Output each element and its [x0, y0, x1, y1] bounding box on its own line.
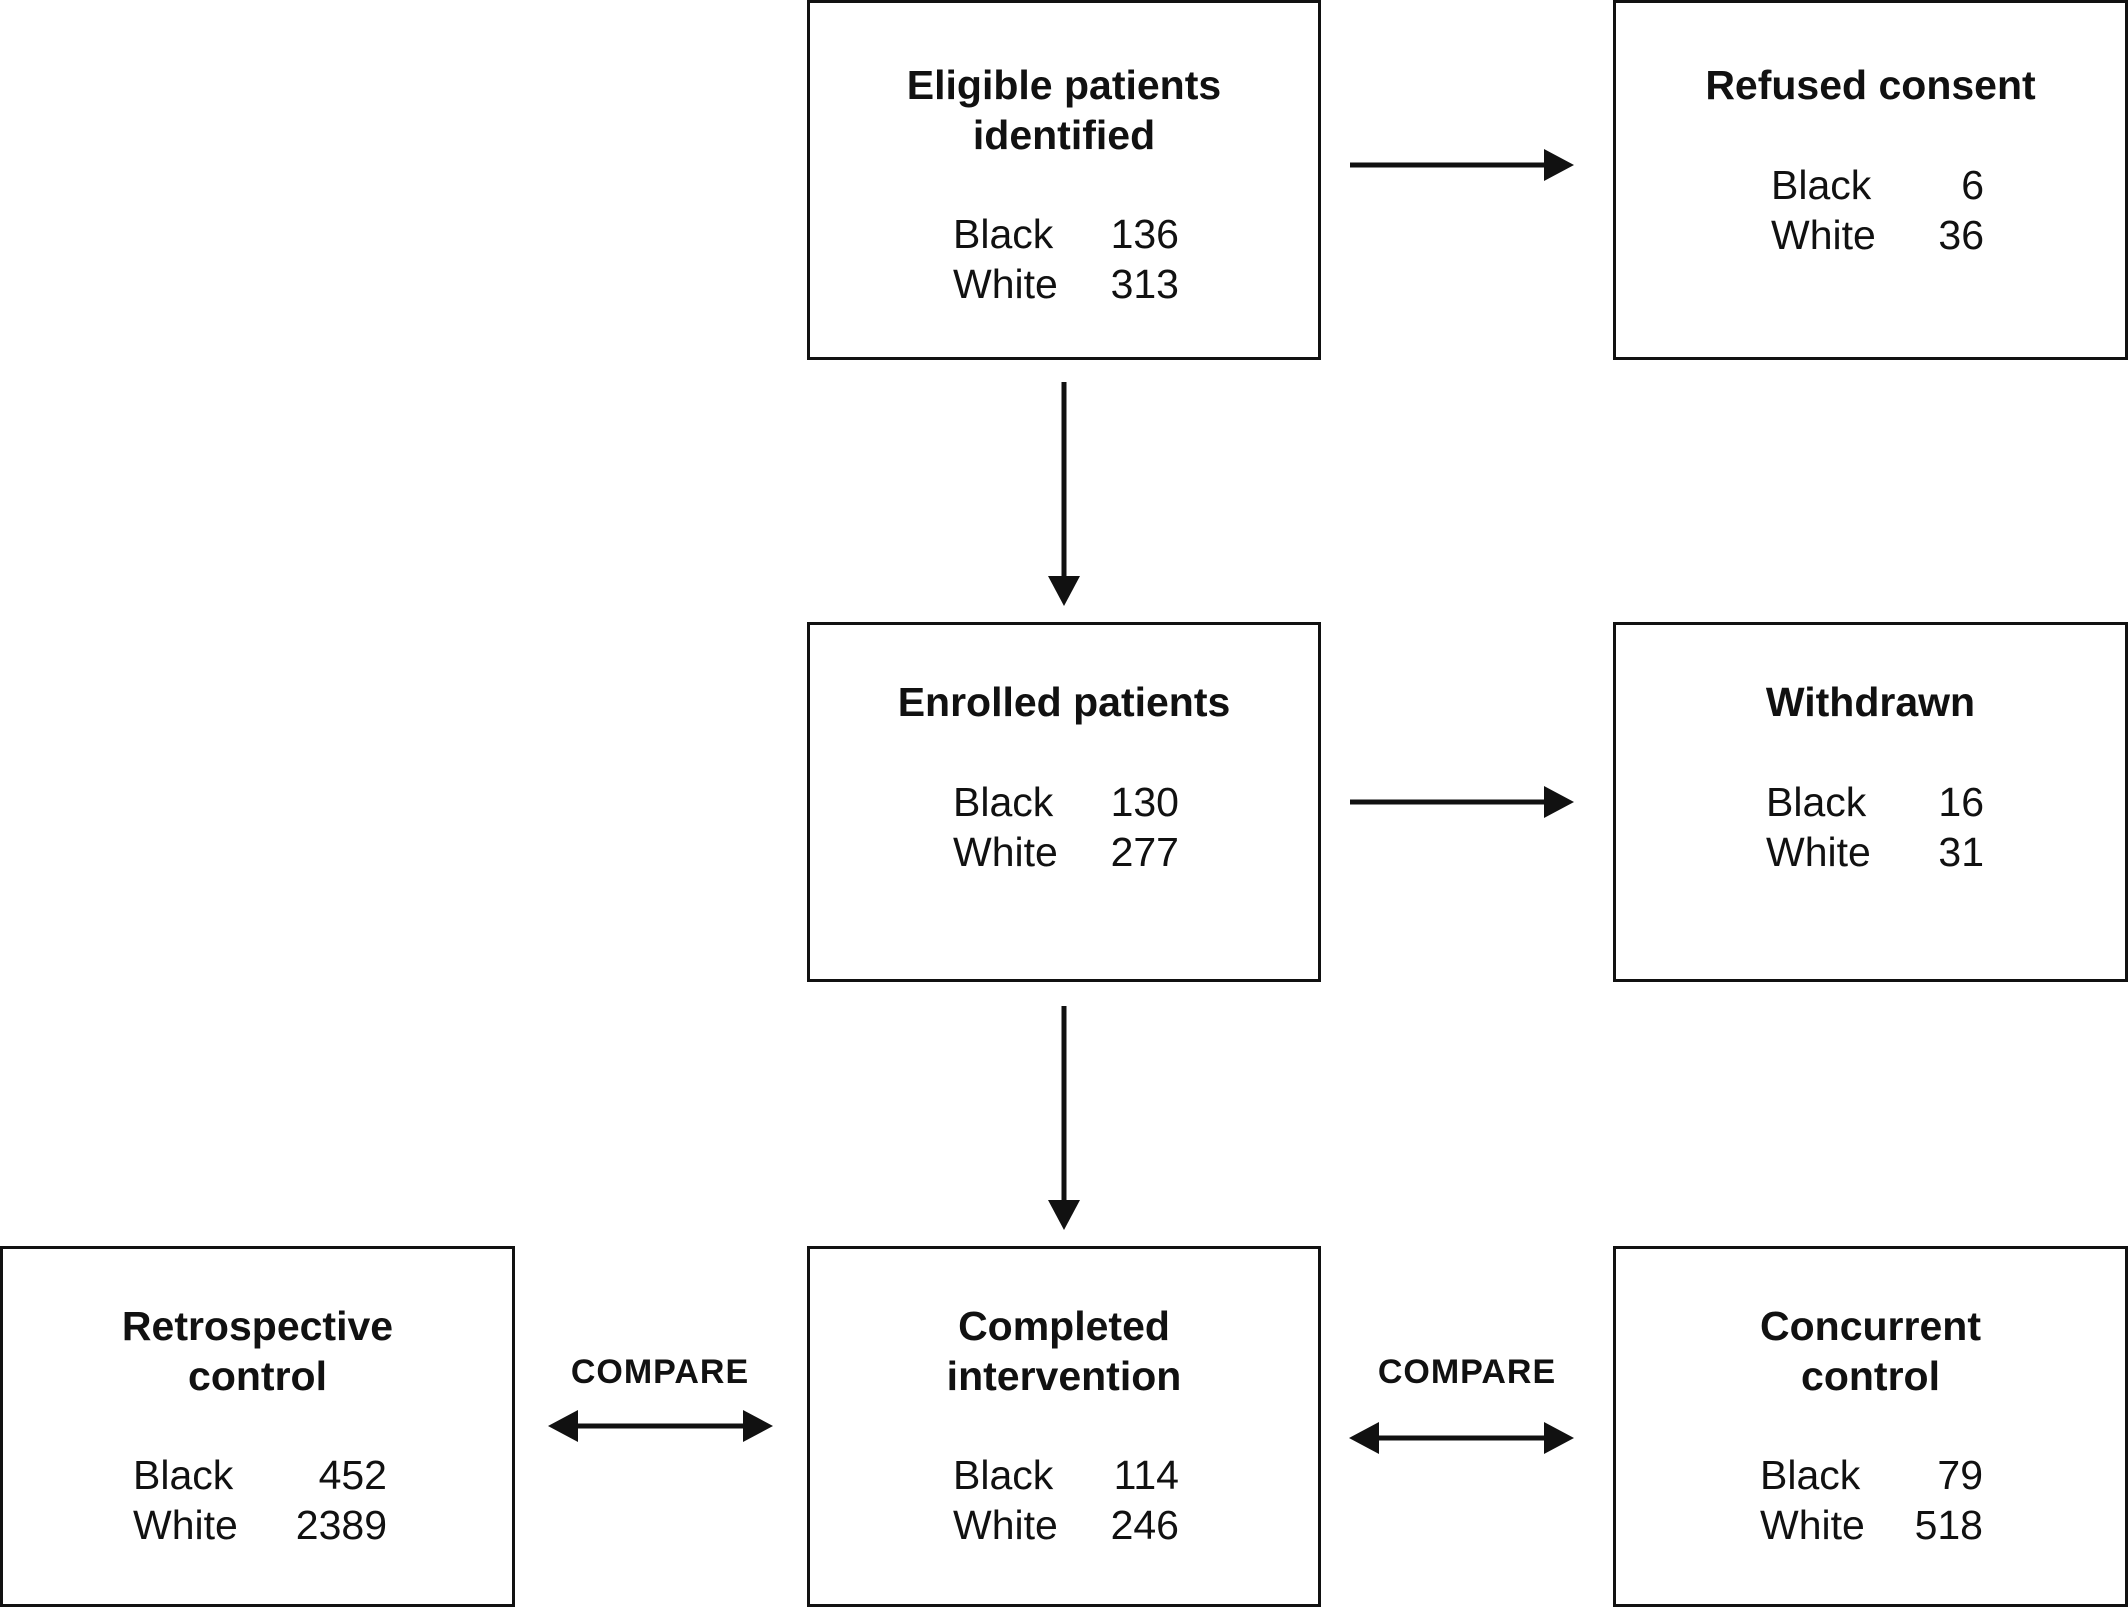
- enrolled-row-black: Black 130: [953, 777, 1179, 827]
- concurrent-title-line1: Concurrent: [1760, 1303, 1981, 1349]
- completed-row-black: Black 114: [953, 1450, 1179, 1500]
- enrolled-title: Enrolled patients: [897, 679, 1231, 725]
- retrospective-row-black: Black 452: [133, 1450, 387, 1500]
- completed-title-line1: Completed: [958, 1303, 1170, 1349]
- enrolled-row-white: White 277: [953, 827, 1179, 877]
- arrow-eligible-to-refused: [1350, 149, 1574, 181]
- row-value: 246: [1110, 1502, 1179, 1548]
- row-label: White: [953, 261, 1058, 307]
- row-value: 136: [1110, 211, 1179, 257]
- retrospective-title-line1: Retrospective: [121, 1303, 394, 1349]
- row-label: Black: [1771, 162, 1872, 208]
- row-value: 130: [1110, 779, 1179, 825]
- withdrawn-title: Withdrawn: [1765, 679, 1976, 725]
- row-value: 114: [1113, 1452, 1179, 1498]
- row-label: White: [1766, 829, 1871, 875]
- row-label: White: [953, 829, 1058, 875]
- row-value: 16: [1938, 779, 1984, 825]
- retrospective-row-white: White 2389: [133, 1500, 387, 1550]
- refused-row-white: White 36: [1771, 210, 1984, 260]
- concurrent-title-line2: control: [1801, 1353, 1940, 1399]
- row-label: White: [953, 1502, 1058, 1548]
- row-value: 31: [1938, 829, 1984, 875]
- concurrent-row-white: White 518: [1760, 1500, 1983, 1550]
- row-label: White: [1760, 1502, 1865, 1548]
- compare-label-left: COMPARE: [570, 1353, 750, 1391]
- row-value: 277: [1110, 829, 1179, 875]
- eligible-patients-box: Eligible patients identified Black 136 W…: [807, 0, 1321, 360]
- eligible-row-black: Black 136: [953, 209, 1179, 259]
- row-label: White: [133, 1502, 238, 1548]
- eligible-title-line2: identified: [972, 112, 1156, 158]
- eligible-row-white: White 313: [953, 259, 1179, 309]
- retrospective-control-box: Retrospective control Black 452 White 23…: [0, 1246, 515, 1607]
- withdrawn-box: Withdrawn Black 16 White 31: [1613, 622, 2128, 982]
- refused-title: Refused consent: [1705, 62, 2036, 108]
- withdrawn-row-black: Black 16: [1766, 777, 1984, 827]
- arrow-compare-retrospective: [548, 1410, 773, 1442]
- row-value: 79: [1937, 1452, 1983, 1498]
- refused-row-black: Black 6: [1771, 160, 1984, 210]
- arrow-eligible-to-enrolled: [1048, 382, 1080, 606]
- withdrawn-row-white: White 31: [1766, 827, 1984, 877]
- row-label: White: [1771, 212, 1876, 258]
- concurrent-control-box: Concurrent control Black 79 White 518: [1613, 1246, 2128, 1607]
- completed-intervention-box: Completed intervention Black 114 White 2…: [807, 1246, 1321, 1607]
- row-value: 452: [318, 1452, 387, 1498]
- row-value: 313: [1110, 261, 1179, 307]
- row-label: Black: [1766, 779, 1867, 825]
- enrolled-patients-box: Enrolled patients Black 130 White 277: [807, 622, 1321, 982]
- row-value: 2389: [295, 1502, 387, 1548]
- row-value: 518: [1914, 1502, 1983, 1548]
- refused-consent-box: Refused consent Black 6 White 36: [1613, 0, 2128, 360]
- completed-title-line2: intervention: [946, 1353, 1182, 1399]
- arrow-enrolled-to-completed: [1048, 1006, 1080, 1230]
- row-label: Black: [953, 211, 1054, 257]
- arrow-enrolled-to-withdrawn: [1350, 786, 1574, 818]
- completed-row-white: White 246: [953, 1500, 1179, 1550]
- row-label: Black: [953, 779, 1054, 825]
- arrow-compare-concurrent: [1349, 1422, 1574, 1454]
- row-label: Black: [953, 1452, 1054, 1498]
- row-label: Black: [133, 1452, 234, 1498]
- row-value: 36: [1938, 212, 1984, 258]
- row-label: Black: [1760, 1452, 1861, 1498]
- concurrent-row-black: Black 79: [1760, 1450, 1983, 1500]
- row-value: 6: [1961, 162, 1984, 208]
- compare-label-right: COMPARE: [1377, 1353, 1557, 1391]
- retrospective-title-line2: control: [188, 1353, 327, 1399]
- eligible-title-line1: Eligible patients: [906, 62, 1222, 108]
